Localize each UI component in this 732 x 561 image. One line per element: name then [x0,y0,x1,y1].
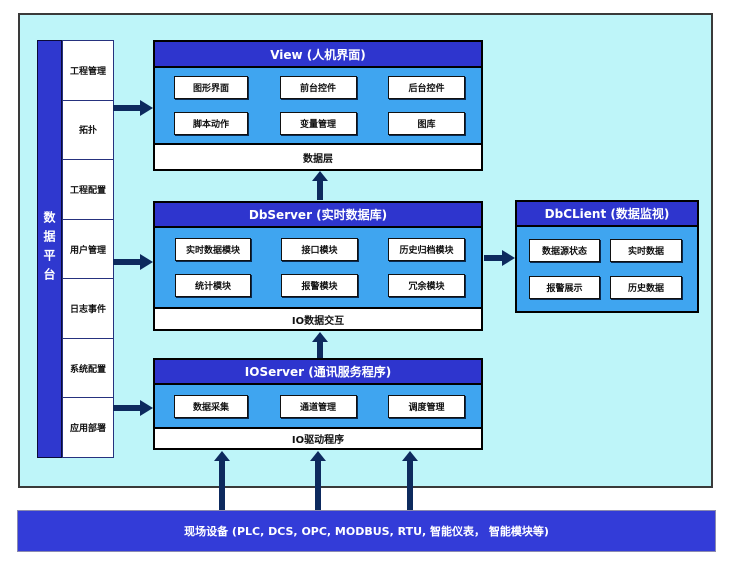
module-front-controls: 前台控件 [279,76,357,99]
menu-item-project-config: 工程配置 [63,160,113,220]
module-history-archive: 历史归档模块 [388,238,465,261]
field-devices-bar: 现场设备 (PLC, DCS, OPC, MODBUS, RTU, 智能仪表， … [17,510,716,552]
arrow-dbserver-to-view-icon [312,171,328,200]
module-redundancy: 冗余模块 [388,274,465,297]
menu-item-app-deploy: 应用部署 [63,398,113,458]
menu-item-user-management: 用户管理 [63,219,113,280]
module-realtime-data-view: 实时数据 [610,239,682,262]
arrow-dbserver-to-dbclient-icon [484,250,515,266]
dbserver-component-box: DbServer (实时数据库) 实时数据模块 接口模块 历史归档模块 统计模块… [153,201,483,331]
arrow-field-to-ioserver-left-icon [214,451,230,510]
arrow-platform-to-view-icon [113,100,153,116]
module-history-data-view: 历史数据 [610,276,682,299]
dbclient-component-box: DbCLient (数据监视) 数据源状态 实时数据 报警展示 历史数据 [515,200,699,313]
data-platform-label: 数据平台 [42,211,56,287]
arrow-platform-to-dbserver-icon [113,254,153,270]
menu-item-log-events: 日志事件 [63,279,113,339]
module-gallery: 图库 [388,112,465,135]
arrow-field-to-ioserver-right-icon [402,451,418,510]
dbserver-box-title: DbServer (实时数据库) [155,203,481,228]
module-alarm: 报警模块 [281,274,358,297]
ioserver-box-footer-io-driver: IO驱动程序 [155,427,481,448]
arrow-ioserver-to-dbserver-icon [312,332,328,358]
module-interface: 接口模块 [281,238,358,261]
ioserver-component-box: IOServer (通讯服务程序) 数据采集 通道管理 调度管理 IO驱动程序 [153,358,483,450]
dbclient-box-body: 数据源状态 实时数据 报警展示 历史数据 [517,227,697,311]
menu-item-system-config: 系统配置 [63,338,113,399]
menu-item-topology: 拓扑 [63,100,113,161]
platform-menu: 工程管理 拓扑 工程配置 用户管理 日志事件 系统配置 应用部署 [62,40,114,458]
module-datasource-status: 数据源状态 [529,239,600,262]
ioserver-box-body: 数据采集 通道管理 调度管理 [155,385,481,427]
menu-item-project-management: 工程管理 [63,41,113,101]
module-back-controls: 后台控件 [388,76,465,99]
module-schedule-management: 调度管理 [388,394,465,418]
field-devices-label: 现场设备 (PLC, DCS, OPC, MODBUS, RTU, 智能仪表， … [184,525,549,538]
view-box-body: 图形界面 前台控件 后台控件 脚本动作 变量管理 图库 [155,68,481,143]
view-box-title: View (人机界面) [155,42,481,68]
data-platform-bar: 数据平台 [37,40,62,458]
arrow-field-to-ioserver-center-icon [310,451,326,510]
module-script-actions: 脚本动作 [174,112,248,135]
module-data-acquisition: 数据采集 [174,394,248,418]
module-channel-management: 通道管理 [279,394,357,418]
dbserver-box-body: 实时数据模块 接口模块 历史归档模块 统计模块 报警模块 冗余模块 [155,228,481,307]
dbclient-box-title: DbCLient (数据监视) [517,202,697,227]
module-realtime-data: 实时数据模块 [175,238,251,261]
view-box-footer-data-layer: 数据层 [155,143,481,169]
ioserver-box-title: IOServer (通讯服务程序) [155,360,481,385]
dbserver-box-footer-io-exchange: IO数据交互 [155,307,481,329]
view-component-box: View (人机界面) 图形界面 前台控件 后台控件 脚本动作 变量管理 图库 … [153,40,483,171]
module-statistics: 统计模块 [175,274,251,297]
module-variable-management: 变量管理 [279,112,357,135]
module-graphic-interface: 图形界面 [174,76,248,99]
module-alarm-display: 报警展示 [529,276,600,299]
arrow-platform-to-ioserver-icon [113,400,153,416]
